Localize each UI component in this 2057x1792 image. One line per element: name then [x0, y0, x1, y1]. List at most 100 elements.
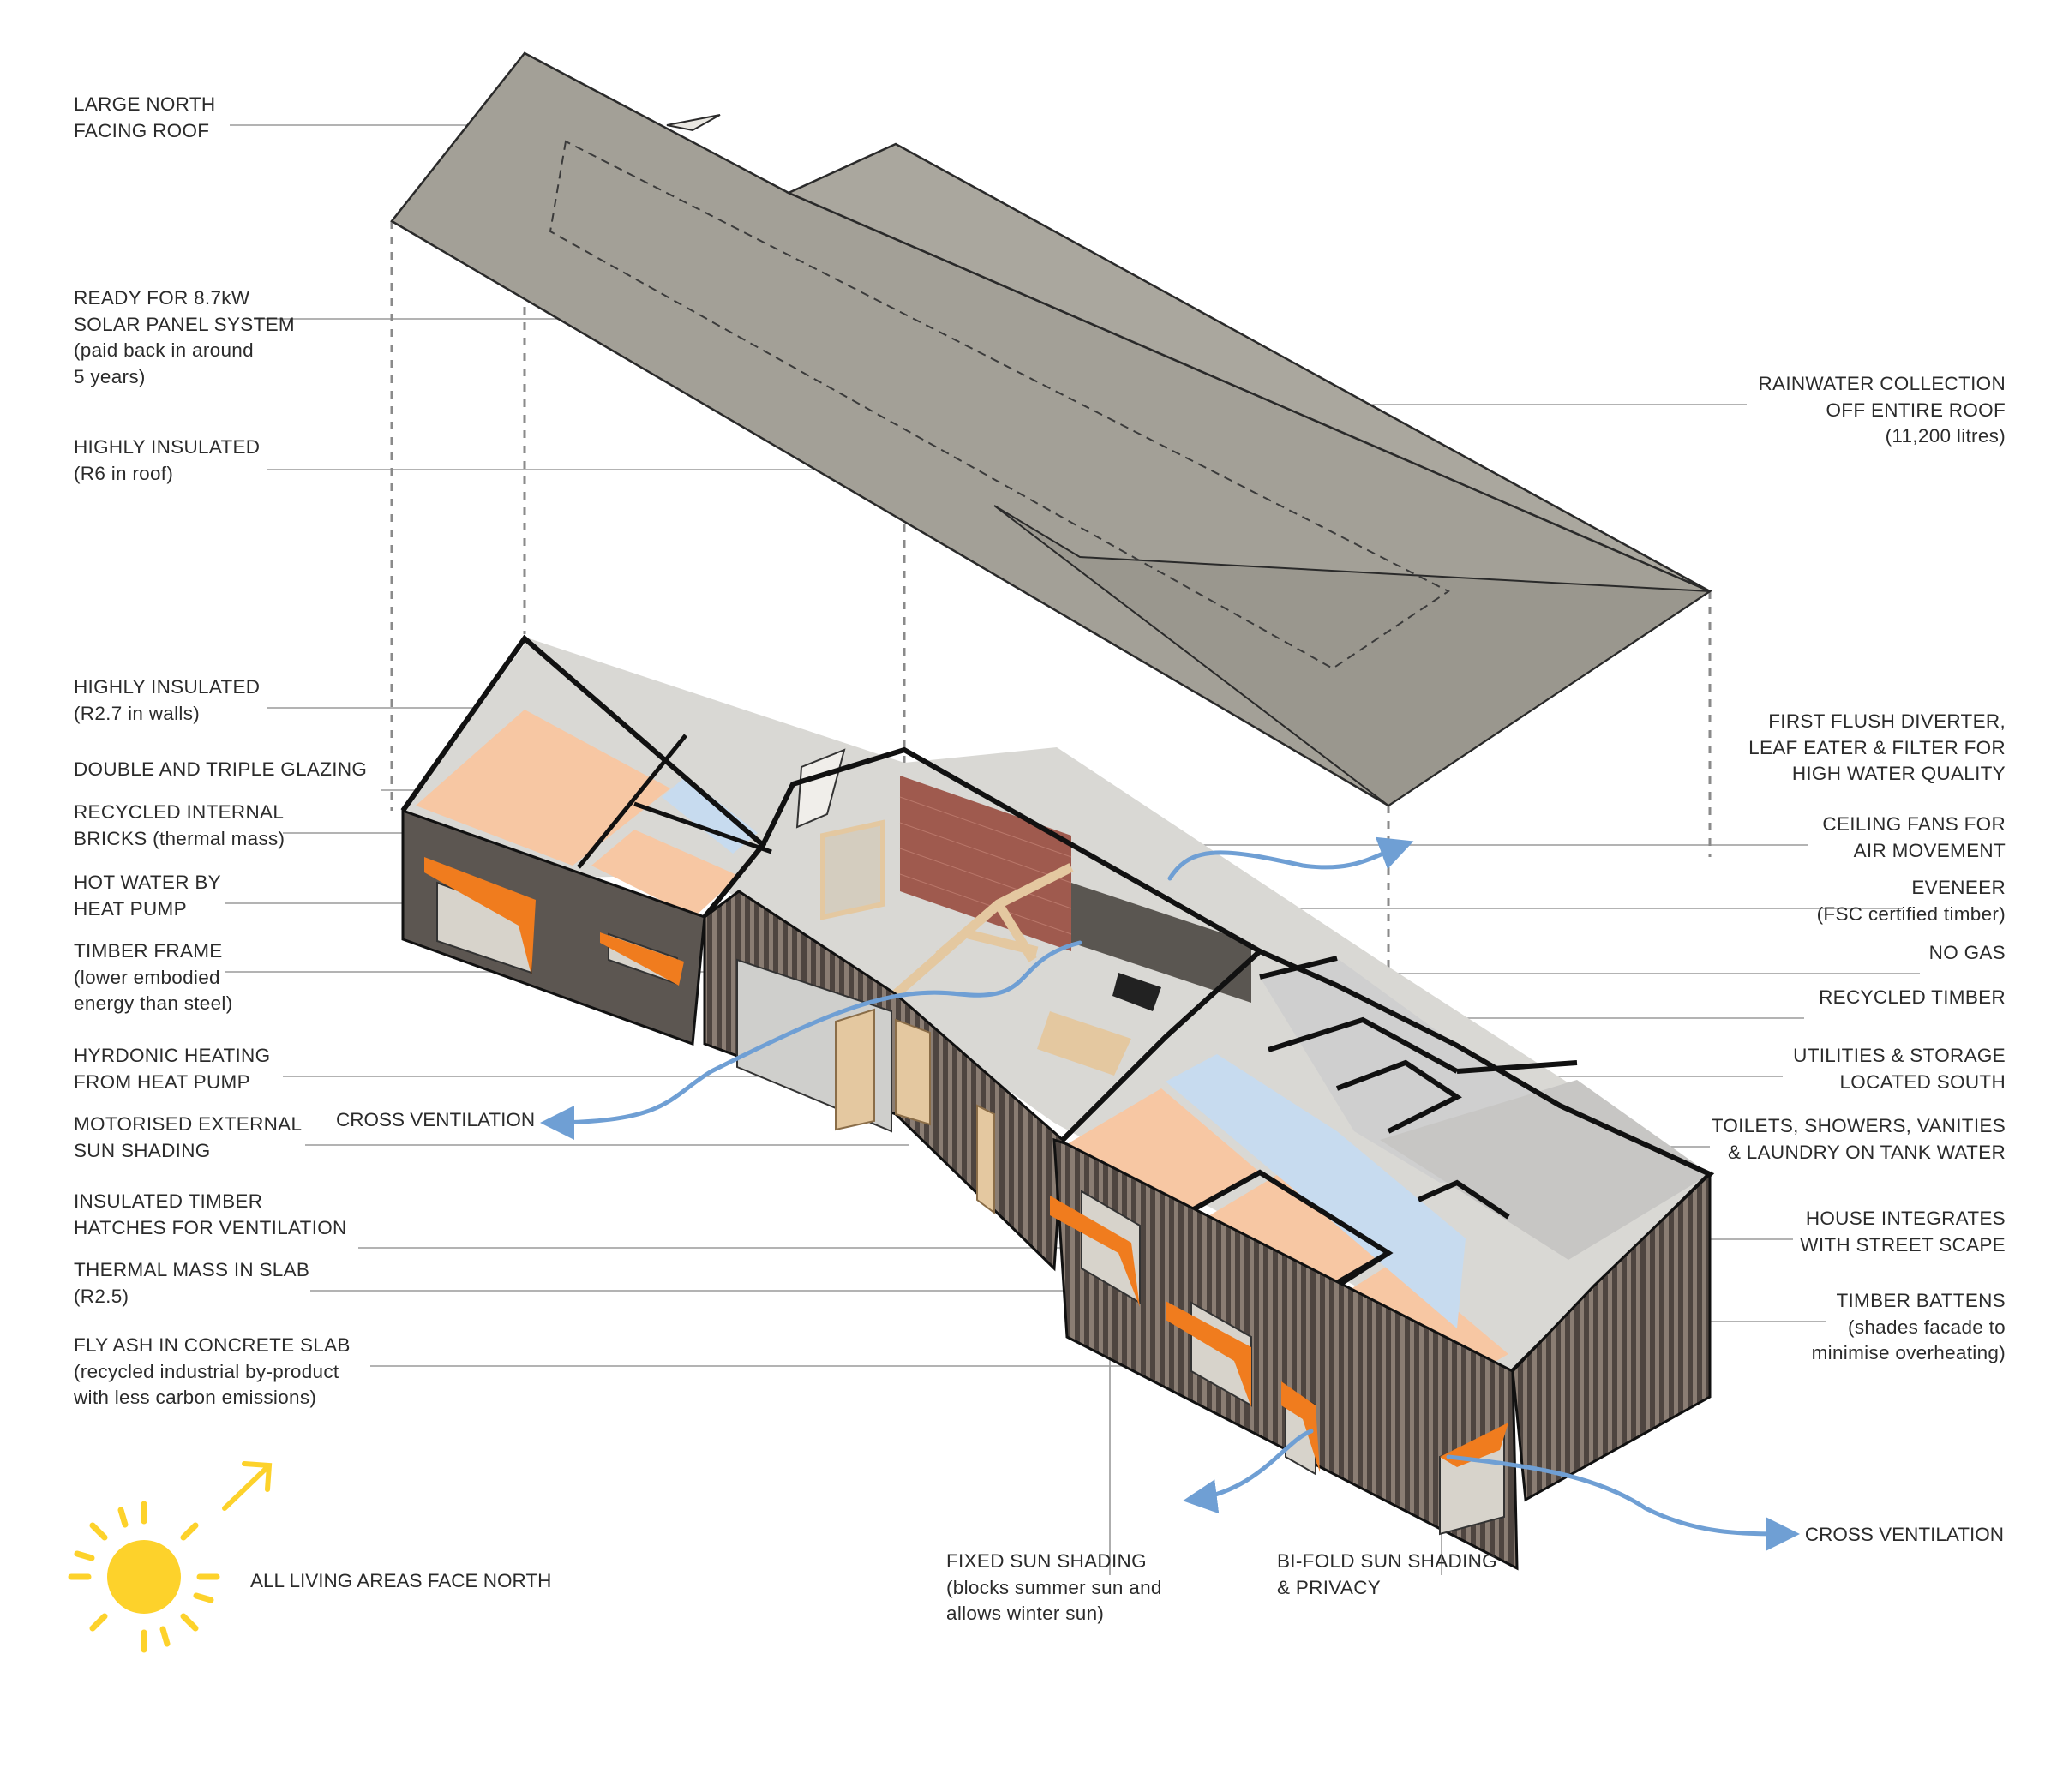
recycled-brick-wall: [900, 776, 1071, 951]
laundry-storage: [1380, 1080, 1710, 1260]
label-line: TIMBER BATTENS: [1836, 1290, 2006, 1311]
label-line: HIGH WATER QUALITY: [1791, 763, 2006, 784]
cross-ventilation-right: CROSS VENTILATION: [1805, 1524, 2004, 1545]
label-line: HYRDONIC HEATING: [74, 1045, 271, 1066]
motorised-shade-panel: [976, 1104, 995, 1214]
airflow-left: [540, 940, 1082, 1140]
solar-panel-array: [549, 140, 1450, 670]
fixed-shade-3: [1281, 1381, 1320, 1472]
airflow-right: [1446, 1454, 1800, 1551]
leader-lines: [225, 124, 1920, 1575]
label-line: MOTORISED EXTERNAL: [74, 1113, 303, 1135]
label-large-north-roof: LARGE NORTH FACING ROOF: [74, 92, 215, 144]
label-line: (R2.5): [74, 1285, 129, 1307]
label-line: (lower embodied: [74, 966, 220, 988]
label-insulated-roof: HIGHLY INSULATED (R6 in roof): [74, 435, 260, 487]
label-line: HEAT PUMP: [74, 897, 187, 920]
label-line: TOILETS, SHOWERS, VANITIES: [1711, 1115, 2006, 1136]
label-line: UTILITIES & STORAGE: [1793, 1045, 2006, 1066]
roof-ridge-face: [785, 142, 1711, 593]
label-line: (shades facade to: [1848, 1316, 2006, 1338]
label-line: SOLAR PANEL SYSTEM: [74, 313, 295, 335]
north-arrow-icon: [222, 1461, 273, 1511]
label-insulated-walls: HIGHLY INSULATED (R2.7 in walls): [74, 674, 260, 727]
sun-icon: [68, 1501, 220, 1653]
timber-hatch-1: [835, 1008, 875, 1131]
label-line: LOCATED SOUTH: [1839, 1070, 2006, 1093]
label-line: OFF ENTIRE ROOF: [1826, 399, 2006, 421]
label-line: HOT WATER BY: [74, 872, 221, 893]
label-line: READY FOR 8.7kW: [74, 287, 250, 309]
label-no-gas: NO GAS: [1929, 940, 2006, 967]
label-line: SUN SHADING: [74, 1139, 211, 1161]
label-line: WITH STREET SCAPE: [1800, 1233, 2006, 1256]
label-line: TIMBER FRAME: [74, 940, 223, 962]
east-bathroom: [1166, 1054, 1466, 1328]
label-line: & LAUNDRY ON TANK WATER: [1727, 1141, 2006, 1163]
label-recycled-timber: RECYCLED TIMBER: [1819, 985, 2006, 1011]
label-first-flush: FIRST FLUSH DIVERTER,LEAF EATER & FILTER…: [1748, 709, 2006, 788]
west-room-wet: [662, 776, 758, 854]
label-line: & PRIVACY: [1277, 1576, 1382, 1598]
label-solar-ready: READY FOR 8.7kW SOLAR PANEL SYSTEM (paid b…: [74, 285, 295, 390]
label-line: HIGHLY INSULATED: [74, 676, 261, 698]
label-hot-water: HOT WATER BY HEAT PUMP: [74, 870, 221, 922]
label-line: LARGE NORTH: [74, 93, 216, 115]
fixed-shade-2: [1166, 1301, 1251, 1407]
label-timber-hatches: INSULATED TIMBER HATCHES FOR VENTILATION: [74, 1189, 347, 1241]
label-line: HOUSE INTEGRATES: [1805, 1208, 2006, 1229]
west-bedroom-warm: [416, 710, 670, 866]
cross-ventilation-left: CROSS VENTILATION: [336, 1109, 535, 1130]
airflow-ceiling-fan: [1167, 836, 1414, 881]
west-wing-cut-edge: [400, 634, 767, 919]
label-line: (R6 in roof): [74, 462, 174, 484]
label-line: (11,200 litres): [1885, 425, 2006, 447]
house-body: [400, 634, 1715, 1571]
label-line: (R2.7 in walls): [74, 702, 201, 724]
label-line: AIR MOVEMENT: [1853, 839, 2006, 861]
living-door-glazing: [820, 819, 885, 920]
label-line: INSULATED TIMBER: [74, 1190, 263, 1212]
west-shade-1: [424, 857, 536, 975]
label-line: 5 years): [74, 365, 146, 387]
label-line: RECYCLED INTERNAL: [74, 801, 285, 823]
label-line: THERMAL MASS IN SLAB: [74, 1259, 310, 1280]
label-line: DOUBLE AND TRIPLE GLAZING: [74, 758, 368, 780]
label-line: EVENEER: [1911, 877, 2006, 898]
east-bedroom-2: [1196, 1167, 1388, 1303]
label-line: FACING ROOF: [74, 119, 210, 141]
label-thermal-slab: THERMAL MASS IN SLAB (R2.5): [74, 1257, 309, 1310]
label-line: FLY ASH IN CONCRETE SLAB: [74, 1334, 351, 1356]
roof-skylight: [666, 114, 721, 132]
label-line: HIGHLY INSULATED: [74, 436, 261, 458]
label-hydronic: HYRDONIC HEATING FROM HEAT PUMP: [74, 1043, 270, 1095]
label-bifold-shading: BI-FOLD SUN SHADING & PRIVACY: [1277, 1549, 1497, 1601]
label-street-scape: HOUSE INTEGRATES WITH STREET SCAPE: [1800, 1206, 2006, 1258]
label-line: with less carbon emissions): [74, 1387, 317, 1408]
label-line: FROM HEAT PUMP: [74, 1070, 250, 1093]
west-shade-2: [600, 932, 684, 986]
label-line: HATCHES FOR VENTILATION: [74, 1216, 347, 1238]
kitchen-island: [1037, 1011, 1131, 1076]
label-motorised-shading: MOTORISED EXTERNAL SUN SHADING: [74, 1112, 302, 1164]
east-bedroom-1: [1067, 1088, 1260, 1215]
label-line: LEAF EATER & FILTER FOR: [1748, 736, 2006, 758]
label-line: FIXED SUN SHADING: [946, 1550, 1147, 1572]
label-line: minimise overheating): [1811, 1342, 2006, 1363]
label-timber-battens: TIMBER BATTENS (shades facade to minimise …: [1812, 1288, 2006, 1367]
fixed-shade-1: [1050, 1196, 1140, 1307]
label-utilities: UTILITIES & STORAGE LOCATED SOUTH: [1793, 1043, 2006, 1095]
label-fly-ash: FLY ASH IN CONCRETE SLAB (recycled indust…: [74, 1333, 351, 1411]
label-tank-water: TOILETS, SHOWERS, VANITIES & LAUNDRY ON T…: [1712, 1113, 2006, 1166]
label-line: RECYCLED TIMBER: [1819, 986, 2006, 1008]
label-line: (paid back in around: [74, 339, 254, 361]
label-line: (recycled industrial by-product: [74, 1360, 339, 1382]
label-line: BI-FOLD SUN SHADING: [1277, 1550, 1497, 1572]
kitchen-joinery: [1071, 883, 1251, 1003]
